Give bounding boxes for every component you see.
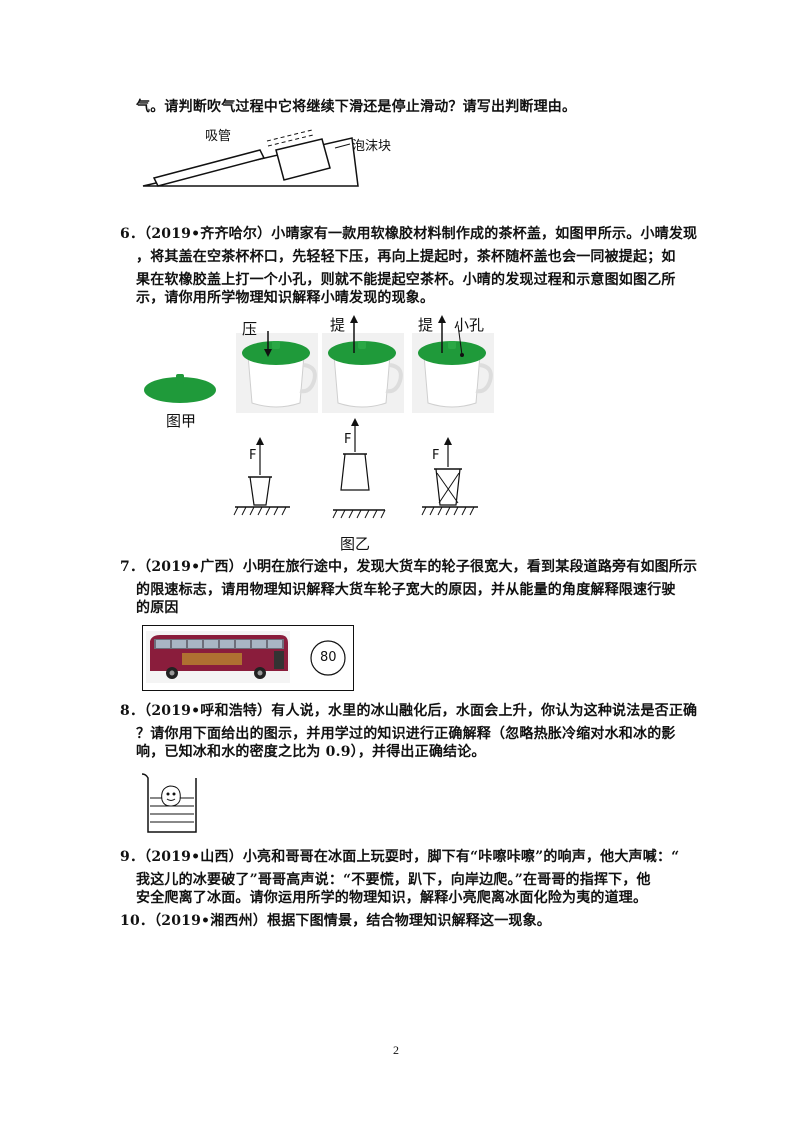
q8-text-line: ？请你用下面给出的图示，并用学过的知识进行正确解释（忽略热胀冷缩对水和冰的影 xyxy=(136,726,676,742)
bus-speed-sign-figure xyxy=(142,625,354,691)
label-fig-a: 图甲 xyxy=(166,412,197,430)
cup-schematic-3 xyxy=(421,437,478,516)
page-number: 2 xyxy=(393,1043,399,1057)
q10-text-line: 10．（2019•湘西州）根据下图情景，结合物理知识解释这一现象。 xyxy=(120,913,551,929)
foam-block xyxy=(275,138,331,181)
label-f-1: F xyxy=(249,448,257,463)
cup-photo-press xyxy=(236,331,318,413)
q6-text-line: 示，请你用所学物理知识解释小晴发现的现象。 xyxy=(136,290,435,306)
q8-text-line: 8．（2019•呼和浩特）有人说，水里的冰山融化后，水面会上升，你认为这种说法是… xyxy=(120,703,698,719)
q5-text-line: 气。请判断吹气过程中它将继续下滑还是停止滑动？请写出判断理由。 xyxy=(136,99,577,115)
speed-limit-sign xyxy=(310,640,346,676)
cup-schematic-1 xyxy=(233,437,290,516)
label-straw: 吸管 xyxy=(205,129,232,144)
label-hole: 小孔 xyxy=(454,316,485,334)
cup-photo-lift xyxy=(322,315,404,413)
q9-text-line: 安全爬离了冰面。请你运用所学的物理知识，解释小亮爬离冰面化险为夷的道理。 xyxy=(136,890,648,906)
cup-photo-hole xyxy=(412,315,494,413)
label-fig-b: 图乙 xyxy=(340,535,371,553)
incline-diagram xyxy=(142,129,359,187)
ice-block xyxy=(161,785,181,807)
label-lift-1: 提 xyxy=(330,316,346,334)
label-f-3: F xyxy=(432,448,440,463)
q9-text-line: 我这儿的冰要破了”哥哥高声说：“不要慌，趴下，向岸边爬。”在哥哥的指挥下，他 xyxy=(136,872,651,888)
speed-limit-value: 80 xyxy=(320,650,337,665)
cup-schematic-2 xyxy=(332,418,386,519)
bus-image xyxy=(146,631,290,683)
q8-text-line: 响，已知冰和水的密度之比为 0.9），并得出正确结论。 xyxy=(136,744,486,760)
label-foam: 泡沫块 xyxy=(352,139,392,154)
q6-text-line: 果在软橡胶盖上打一个小孔，则就不能提起空茶杯。小晴的发现过程和示意图如图乙所 xyxy=(136,272,676,288)
q6-text-line: 6．（2019•齐齐哈尔）小晴家有一款用软橡胶材料制作成的茶杯盖，如图甲所示。小… xyxy=(120,226,698,242)
q6-text-line: ，将其盖在空茶杯杯口，先轻轻下压，再向上提起时，茶杯随杯盖也会一同被提起；如 xyxy=(136,249,676,265)
straw-tube xyxy=(152,149,266,187)
label-f-2: F xyxy=(344,432,352,447)
label-lift-2: 提 xyxy=(418,316,434,334)
beaker-with-ice-figure xyxy=(141,773,197,833)
q9-text-line: 9．（2019•山西）小亮和哥哥在冰面上玩耍时，脚下有“咔嚓咔嚓”的响声，他大声… xyxy=(120,849,680,865)
lid-figure-a xyxy=(144,374,216,403)
q7-text-line: 的限速标志，请用物理知识解释大货车轮子宽大的原因，并从能量的角度解释限速行驶 xyxy=(136,582,676,598)
label-press: 压 xyxy=(242,320,258,338)
q7-text-line: 7．（2019•广西）小明在旅行途中，发现大货车的轮子很宽大，看到某段道路旁有如… xyxy=(120,559,698,575)
q7-text-line: 的原因 xyxy=(136,600,179,616)
